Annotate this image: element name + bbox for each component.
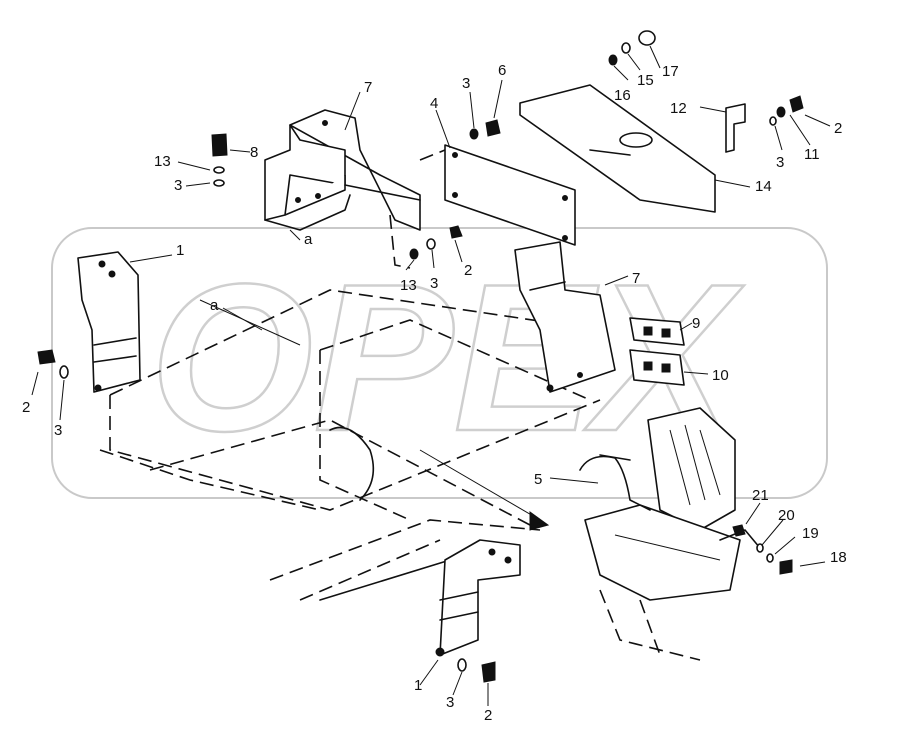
callout-21: 21 (752, 487, 769, 504)
callout-4: 4 (430, 95, 438, 112)
callout-16: 16 (614, 87, 631, 104)
callout-3-middle: 3 (430, 275, 438, 292)
callout-3-upper: 3 (462, 75, 470, 92)
callout-2-bottom: 2 (484, 707, 492, 724)
shims (629, 317, 685, 386)
callout-13-lower: 13 (400, 277, 417, 294)
callout-13-upper: 13 (154, 153, 171, 170)
callout-2-right: 2 (834, 120, 842, 137)
callout-5: 5 (534, 471, 542, 488)
console-upper (264, 109, 421, 231)
reference-a-floor: a (210, 297, 219, 314)
callout-2-left: 2 (22, 399, 30, 416)
callout-11: 11 (804, 146, 820, 163)
callout-3-left: 3 (54, 422, 62, 439)
callout-1-bottom: 1 (414, 677, 422, 694)
console-lower (514, 241, 616, 393)
bracket-bottom (435, 539, 521, 657)
cover (519, 84, 716, 213)
callout-7-lower: 7 (632, 270, 640, 287)
callout-10: 10 (712, 367, 729, 384)
leader-lines (31, 45, 831, 706)
reference-a-console: a (304, 231, 313, 248)
callout-14: 14 (755, 178, 772, 195)
floor-frame (99, 289, 601, 601)
callout-1-left: 1 (176, 242, 184, 259)
callouts: 1 2 3 1 3 2 7 8 13 3 4 3 6 13 3 2 16 15 … (22, 62, 847, 724)
callout-20: 20 (778, 507, 795, 524)
callout-3-right: 3 (776, 154, 784, 171)
callout-9: 9 (692, 315, 700, 332)
bracket-left (77, 251, 141, 393)
callout-8: 8 (250, 144, 258, 161)
callout-12: 12 (670, 100, 687, 117)
callout-19: 19 (802, 525, 819, 542)
clip (725, 103, 746, 153)
plate (389, 144, 576, 269)
callout-7-upper: 7 (364, 79, 372, 96)
callout-17: 17 (662, 63, 679, 80)
callout-6: 6 (498, 62, 506, 79)
fasteners (37, 30, 804, 683)
callout-15: 15 (637, 72, 654, 89)
callout-3-upper-left: 3 (174, 177, 182, 194)
callout-2-middle: 2 (464, 262, 472, 279)
callout-18: 18 (830, 549, 847, 566)
callout-3-bottom: 3 (446, 694, 454, 711)
seat (579, 407, 761, 661)
